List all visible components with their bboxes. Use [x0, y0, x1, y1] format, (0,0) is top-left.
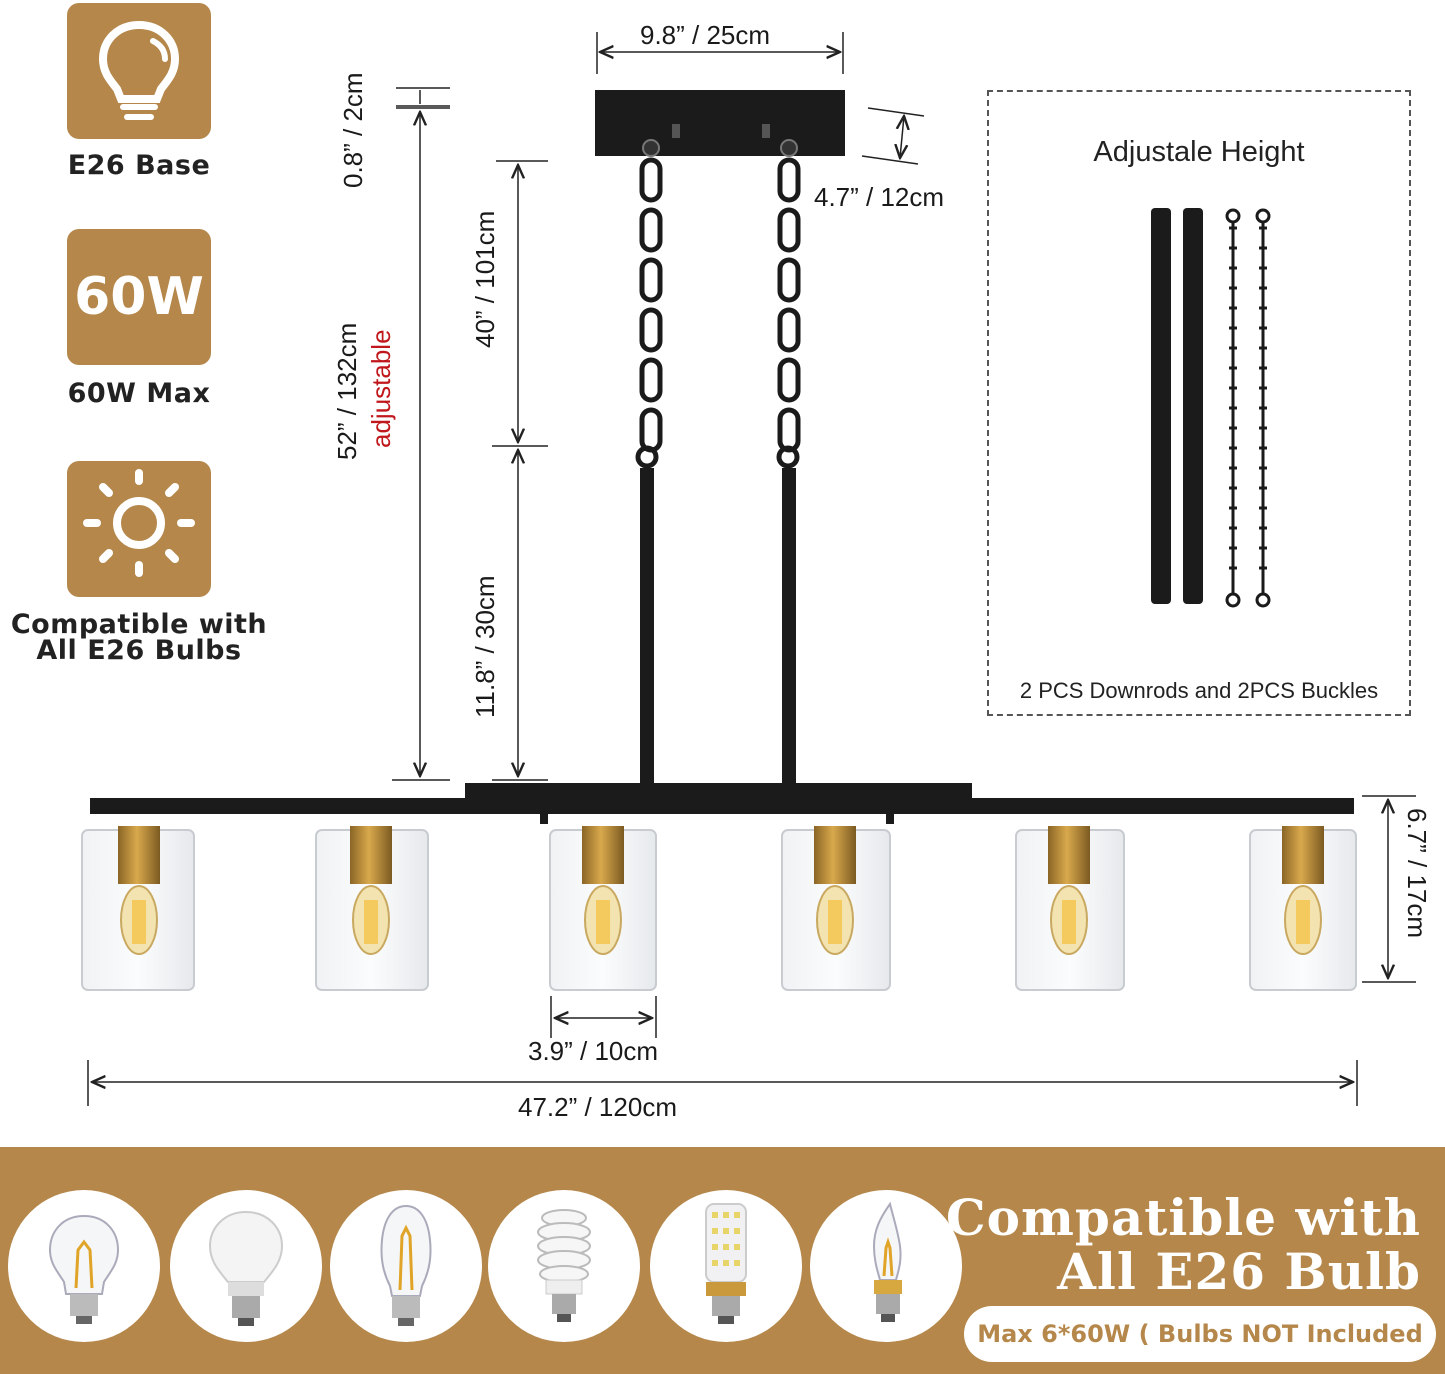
banner-title-line1: Compatible with: [945, 1188, 1421, 1247]
bulb-circle-5: [650, 1190, 802, 1342]
sun-icon: [83, 469, 195, 577]
bulb-circle-4: [488, 1190, 640, 1342]
dimension-lines: [87, 32, 1416, 1106]
candle-bulb-icon: [872, 1201, 902, 1322]
total-height-label: 52” / 132cm: [332, 322, 362, 460]
compatibility-label-line1: Compatible with: [10, 609, 268, 640]
adjustable-height-title: Adjustale Height: [1093, 136, 1305, 168]
e26-base-label: E26 Base: [67, 150, 211, 181]
st64-filament-bulb-icon: [380, 1204, 432, 1326]
shade-1: [81, 826, 195, 991]
banner-title-line2: All E26 Bulb: [1057, 1242, 1421, 1301]
center-bar: [465, 783, 972, 801]
bulb-icon: [98, 20, 180, 120]
shade-2: [315, 826, 429, 991]
adjustable-height-caption: 2 PCS Downrods and 2PCS Buckles: [1019, 678, 1379, 703]
compatibility-label: Compatible with All E26 Bulbs: [0, 609, 278, 666]
a19-filament-bulb-icon: [48, 1214, 120, 1324]
wattage-label: 60W Max: [67, 378, 211, 409]
cfl-spiral-bulb-icon: [537, 1209, 591, 1322]
fixture-diagram: [81, 32, 1416, 1106]
compatibility-badge: [67, 461, 211, 597]
shade-width-label: 3.9” / 10cm: [528, 1036, 659, 1066]
canopy-width-label: 9.8” / 25cm: [640, 20, 771, 50]
max-wattage-note: Max 6*60W ( Bulbs NOT Included: [977, 1320, 1423, 1348]
wattage-badge-text: 60W: [74, 267, 204, 327]
adjustable-label: adjustable: [366, 329, 396, 448]
compatibility-label-line2: All E26 Bulbs: [36, 635, 242, 666]
canopy-plate: [595, 90, 845, 156]
bulb-circle-3: [330, 1190, 482, 1342]
bulb-circle-1: [8, 1190, 160, 1342]
bulb-circle-6: [810, 1190, 962, 1342]
shade-height-label: 6.7” / 17cm: [1402, 808, 1432, 939]
downrod-left: [640, 468, 654, 786]
canopy-height-label: 4.7” / 12cm: [814, 182, 945, 212]
adjustable-height-panel: Adjustale Height 2 PCS Downrods and 2PCS…: [987, 90, 1411, 716]
chain-left: [635, 157, 663, 469]
rod-length-label: 11.8” / 30cm: [470, 575, 500, 718]
downrod-right: [782, 468, 796, 786]
e26-base-badge: [67, 3, 211, 139]
shade-4: [781, 826, 891, 991]
main-bar: [90, 798, 1354, 814]
max-wattage-pill: Max 6*60W ( Bulbs NOT Included: [964, 1306, 1436, 1362]
total-width-label: 47.2” / 120cm: [518, 1092, 677, 1122]
bulb-circle-2: [170, 1190, 322, 1342]
shade-3: [549, 826, 657, 991]
shade-5: [1015, 826, 1125, 991]
canopy-gap-label: 0.8” / 2cm: [338, 72, 368, 188]
downrods-and-chains-icon: [1151, 208, 1271, 608]
chain-length-label: 40” / 101cm: [470, 210, 500, 348]
corn-led-bulb-icon: [705, 1203, 747, 1324]
shade-6: [1249, 826, 1357, 991]
chain-right: [776, 157, 801, 469]
wattage-badge: 60W: [67, 229, 211, 365]
led-bulb-icon: [208, 1210, 284, 1326]
